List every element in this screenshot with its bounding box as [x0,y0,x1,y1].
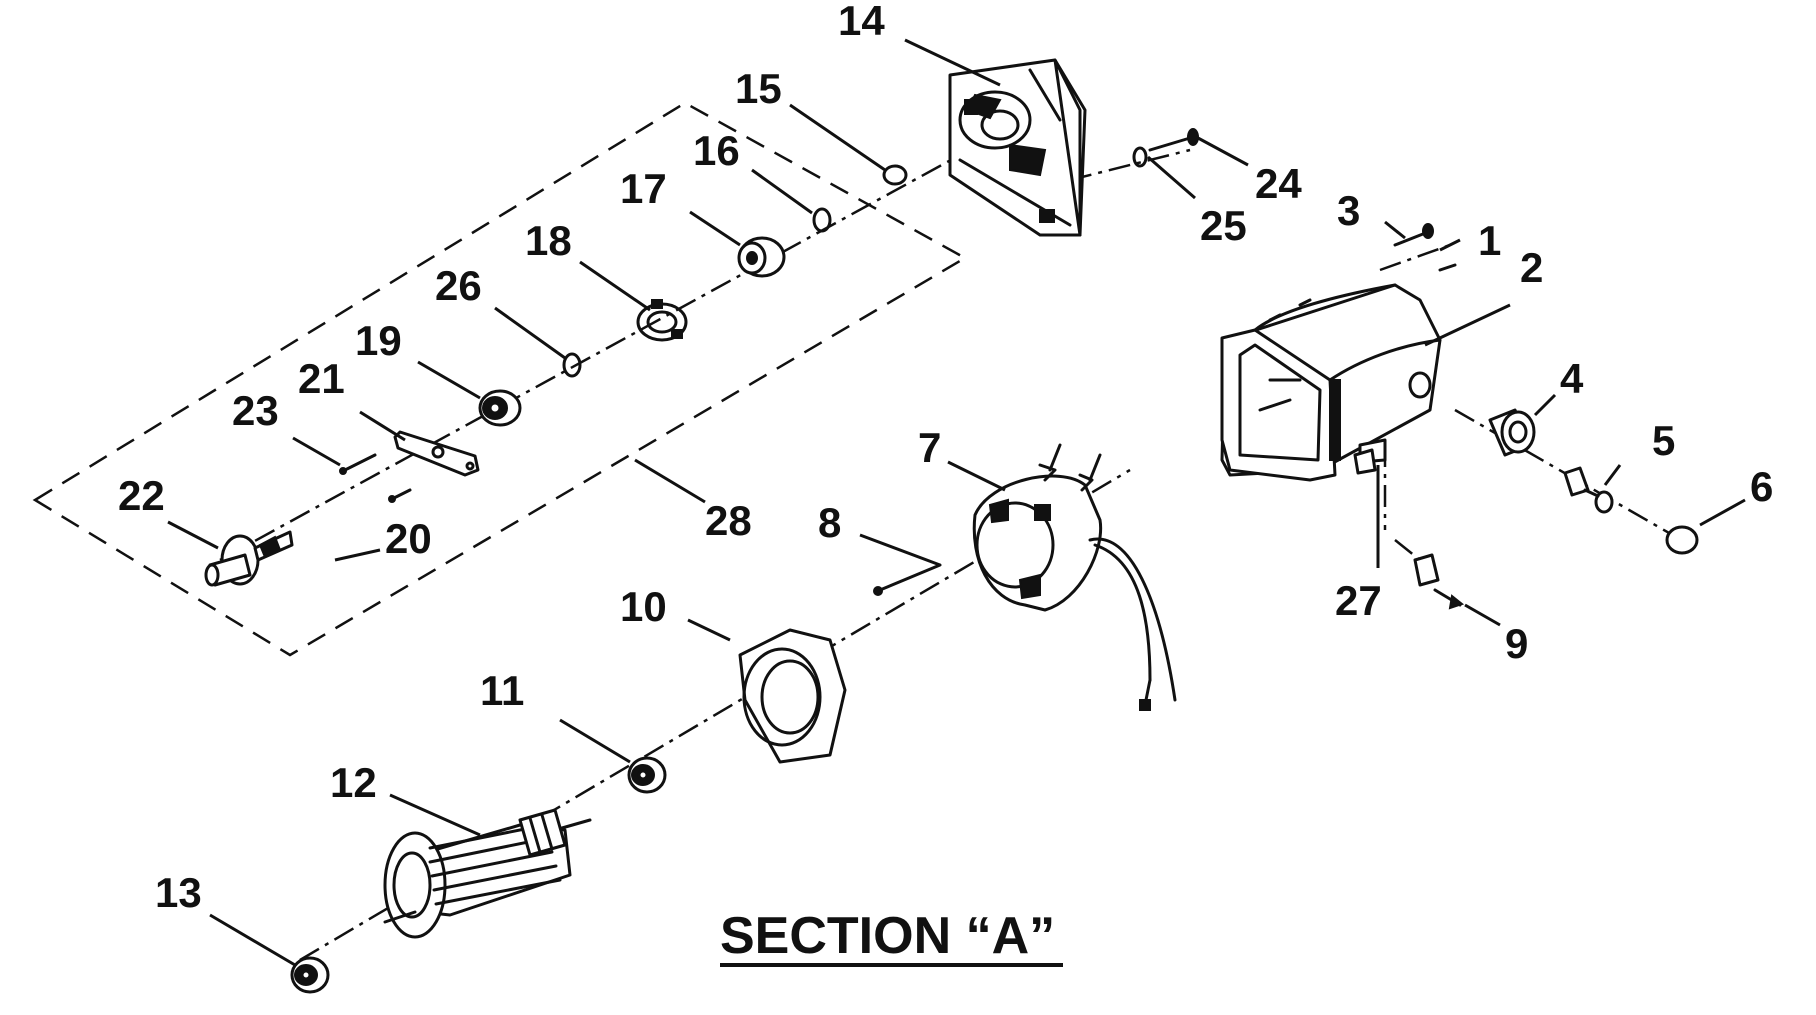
part-18-clip [636,299,688,342]
label-5: 5 [1652,417,1675,464]
label-20: 20 [385,515,432,562]
part-21-plate [393,430,480,477]
label-19: 19 [355,317,402,364]
label-4: 4 [1560,355,1584,402]
label-1: 1 [1478,217,1501,264]
label-16: 16 [693,127,740,174]
part-11-bearing [627,756,667,794]
label-18: 18 [525,217,572,264]
part-5-brush [1563,466,1614,514]
part-13-bearing [290,956,330,994]
part-26-ring [562,352,582,378]
label-25: 25 [1200,202,1247,249]
part-27-tab [1353,448,1377,475]
part-16-ring [812,207,832,233]
label-7: 7 [918,424,941,471]
label-11: 11 [480,667,524,714]
part-14-end-bracket [948,58,1087,237]
part-22-shaft [204,530,294,587]
label-15: 15 [735,65,782,112]
label-22: 22 [118,472,165,519]
label-17: 17 [620,165,667,212]
label-12: 12 [330,759,377,806]
part-4-bushing [1488,408,1536,457]
part-10-baffle [738,628,847,764]
label-13: 13 [155,869,202,916]
part-7-field-stator [972,443,1177,711]
part-8-screw [873,563,942,596]
part-25-washer [1132,146,1148,168]
label-24: 24 [1255,160,1302,207]
label-27: 27 [1335,577,1382,624]
section-title: SECTION “A” [720,907,1063,967]
label-10: 10 [620,583,667,630]
part-3-screw [1393,223,1434,247]
part-9-clip [1413,553,1465,610]
part-2-motor-housing [1220,283,1442,482]
label-9: 9 [1505,620,1528,667]
label-2: 2 [1520,244,1543,291]
part-1-pin [1438,263,1457,272]
label-14: 14 [838,0,885,44]
label-3: 3 [1337,187,1360,234]
label-23: 23 [232,387,279,434]
section-title-text: SECTION “A” [720,907,1055,965]
part-12-armature [383,808,592,939]
label-21: 21 [298,355,345,402]
part-24-screw [1148,128,1199,152]
label-6: 6 [1750,463,1773,510]
part-23-screw [339,453,377,475]
part-labels: 1 2 3 4 5 6 7 8 9 10 11 12 13 14 15 16 1… [118,0,1773,916]
part-15-nut [882,164,908,186]
label-26: 26 [435,262,482,309]
part-6-cap [1665,525,1699,555]
kit-outline [32,101,968,657]
part-19-bearing [478,389,522,427]
part-17-washer [737,236,786,278]
part-20-screw [388,488,412,503]
leader-lines [167,38,1746,967]
label-28: 28 [705,497,752,544]
label-8: 8 [818,499,841,546]
